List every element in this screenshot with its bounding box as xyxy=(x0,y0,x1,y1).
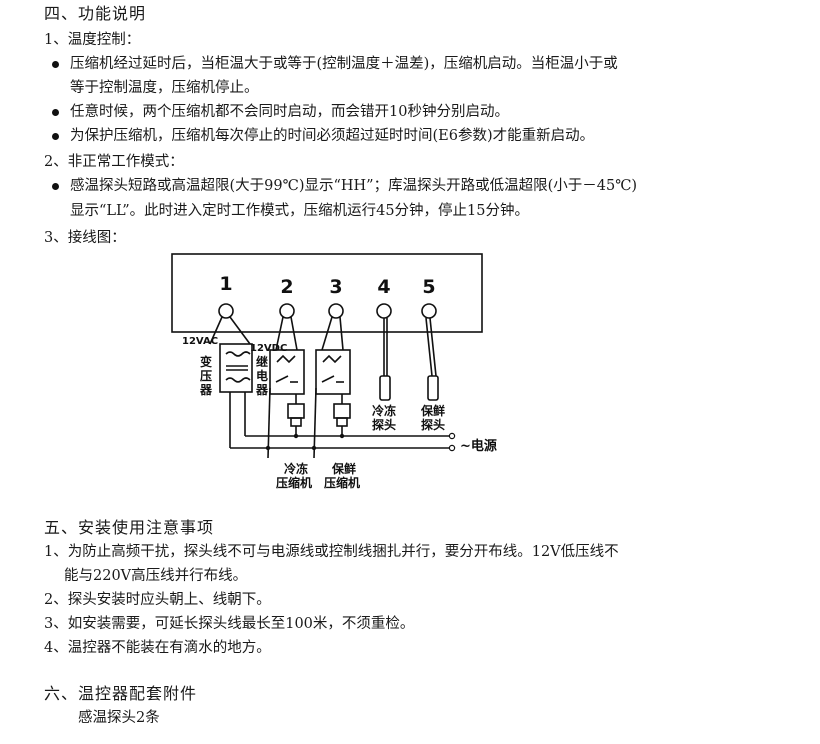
bullet-text: 压缩机经过延时后，当柜温大于或等于(控制温度＋温差)，压缩机启动。当柜温小于或 xyxy=(70,56,618,72)
section4-title: 四、功能说明 xyxy=(44,4,147,23)
compressor-2 xyxy=(333,403,351,419)
relay-label-2: 电 xyxy=(256,368,268,383)
bullet-dot xyxy=(52,61,59,68)
subheading-wiring: 3、接线图： xyxy=(44,230,126,246)
notice-item-3: 3、如安装需要，可延长探头线最长至100米，不须重检。 xyxy=(44,616,415,632)
subheading-abnormal-mode: 2、非正常工作模式： xyxy=(44,154,184,170)
notice-item-1-cont: 能与220V高压线并行布线。 xyxy=(64,568,248,584)
terminal-label-1: 1 xyxy=(219,273,232,295)
notice-item-4: 4、温控器不能装在有滴水的地方。 xyxy=(44,640,271,656)
bullet-dot xyxy=(52,183,59,190)
terminal-3 xyxy=(328,303,344,319)
transformer-label-2: 压 xyxy=(200,369,212,383)
fresh-comp-label-1: 保鲜 xyxy=(331,461,356,476)
bullet-dot xyxy=(52,109,59,116)
subheading-temp-control: 1、温度控制： xyxy=(44,32,141,48)
wiring-diagram: 1 2 3 4 5 12VAC 12VDC 变 压 器 继 电 器 冷冻 探头 … xyxy=(171,253,497,490)
fresh-probe xyxy=(427,375,439,401)
label-12vac: 12VAC xyxy=(182,336,218,347)
terminal-1 xyxy=(218,303,234,319)
bullet-text: 感温探头短路或高温超限(大于99℃)显示“HH”；库温探头开路或低温超限(小于－… xyxy=(70,178,638,194)
relay-2 xyxy=(315,349,351,395)
power-label: ~电源 xyxy=(460,438,497,454)
fresh-probe-label-2: 探头 xyxy=(421,417,445,432)
section6-title: 六、温控器配套附件 xyxy=(44,684,198,703)
bullet-dot xyxy=(52,133,59,140)
fresh-comp-label-2: 压缩机 xyxy=(324,475,360,490)
terminal-label-3: 3 xyxy=(329,276,342,298)
terminal-label-2: 2 xyxy=(280,276,293,298)
relay-1 xyxy=(269,349,305,395)
freeze-comp-label-2: 压缩机 xyxy=(276,475,312,490)
freeze-probe-label-2: 探头 xyxy=(372,417,396,432)
relay-label-1: 继 xyxy=(256,354,268,369)
freeze-probe xyxy=(379,375,391,401)
transformer-label-3: 器 xyxy=(199,383,213,397)
notice-item-2: 2、探头安装时应头朝上、线朝下。 xyxy=(44,592,271,608)
fresh-probe-label-1: 保鲜 xyxy=(420,403,445,418)
bullet-text: 任意时候，两个压缩机都不会同时启动，而会错开10秒钟分别启动。 xyxy=(70,104,509,120)
compressor-1 xyxy=(287,403,305,419)
accessory-item: 感温探头2条 xyxy=(78,710,160,726)
notice-item-1: 1、为防止高频干扰，探头线不可与电源线或控制线捆扎并行，要分开布线。12V低压线… xyxy=(44,544,619,560)
terminal-label-5: 5 xyxy=(422,276,435,298)
transformer-label-1: 变 xyxy=(200,354,212,369)
freeze-comp-label-1: 冷冻 xyxy=(284,461,308,476)
freeze-probe-label-1: 冷冻 xyxy=(372,403,396,418)
transformer xyxy=(219,343,253,393)
section5-title: 五、安装使用注意事项 xyxy=(44,518,215,537)
bullet-text: 为保护压缩机，压缩机每次停止的时间必须超过延时时间(E6参数)才能重新启动。 xyxy=(70,128,595,144)
bullet-text-cont: 等于控制温度，压缩机停止。 xyxy=(70,80,259,96)
terminal-5 xyxy=(421,303,437,319)
bullet-text-cont: 显示“LL”。此时进入定时工作模式，压缩机运行45分钟，停止15分钟。 xyxy=(70,203,530,219)
terminal-4 xyxy=(376,303,392,319)
terminal-label-4: 4 xyxy=(377,276,390,298)
terminal-2 xyxy=(279,303,295,319)
label-12vdc: 12VDC xyxy=(250,343,287,354)
relay-label-3: 器 xyxy=(255,383,269,397)
